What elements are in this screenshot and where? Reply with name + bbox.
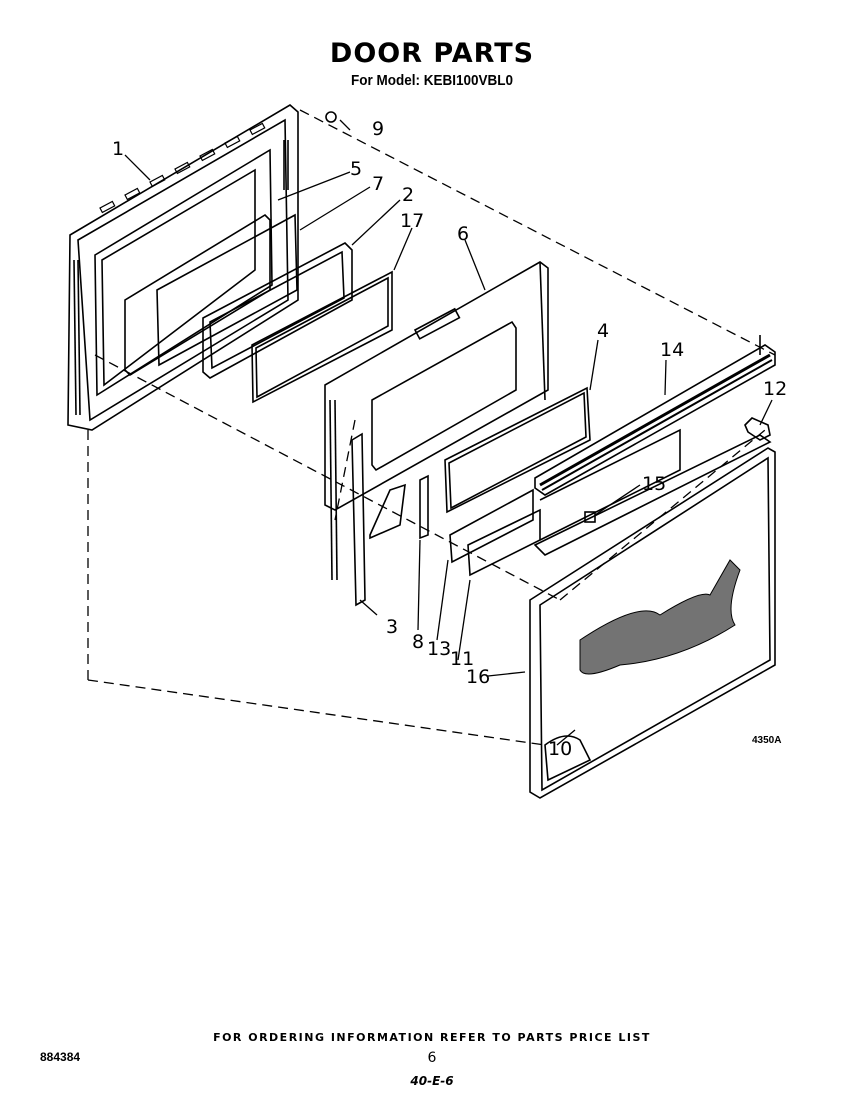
callout-15: 15 <box>642 473 667 495</box>
callout-7: 7 <box>372 173 385 195</box>
part-14-vent-trim <box>534 335 776 496</box>
part-9-screw <box>325 111 337 123</box>
revision-code: 40-E-6 <box>410 1074 454 1088</box>
callout-6: 6 <box>457 223 470 245</box>
callout-16: 16 <box>466 666 491 688</box>
callout-12: 12 <box>763 378 788 400</box>
part-6-door-liner <box>324 261 549 511</box>
callout-11: 11 <box>450 648 475 670</box>
part-2-glass-frame <box>202 242 353 379</box>
part-15-clip <box>584 511 596 523</box>
callout-1: 1 <box>112 138 125 160</box>
part-16-outer-door-panel <box>529 447 776 799</box>
ordering-note: FOR ORDERING INFORMATION REFER TO PARTS … <box>213 1031 651 1044</box>
part-13-insulation <box>449 488 534 564</box>
page-number: 6 <box>427 1050 437 1066</box>
callout-5: 5 <box>350 158 363 180</box>
callout-8: 8 <box>412 631 425 653</box>
part-7-inner-glass <box>156 213 298 367</box>
callout-17: 17 <box>400 210 425 232</box>
callout-9: 9 <box>372 118 385 140</box>
callout-2: 2 <box>402 184 415 206</box>
callout-13: 13 <box>427 638 452 660</box>
document-number: 884384 <box>40 1050 81 1064</box>
part-1-outer-door-frame <box>67 104 299 431</box>
page-title: DOOR PARTS <box>329 38 535 69</box>
figure-id: 4350A <box>752 735 782 746</box>
callout-4: 4 <box>597 320 610 342</box>
part-3-side-channel <box>329 399 366 607</box>
part-12-handle-bracket <box>744 417 771 441</box>
deflector-part <box>369 483 406 540</box>
part-17-glass-panel <box>251 270 393 404</box>
leader-lines <box>124 119 773 746</box>
part-4-glass-panel <box>444 386 591 514</box>
callout-14: 14 <box>660 339 685 361</box>
model-subtitle: For Model: KEBI100VBL0 <box>350 72 514 89</box>
callout-3: 3 <box>386 616 399 638</box>
callout-10: 10 <box>548 738 573 760</box>
part-8-bracket <box>419 474 429 540</box>
